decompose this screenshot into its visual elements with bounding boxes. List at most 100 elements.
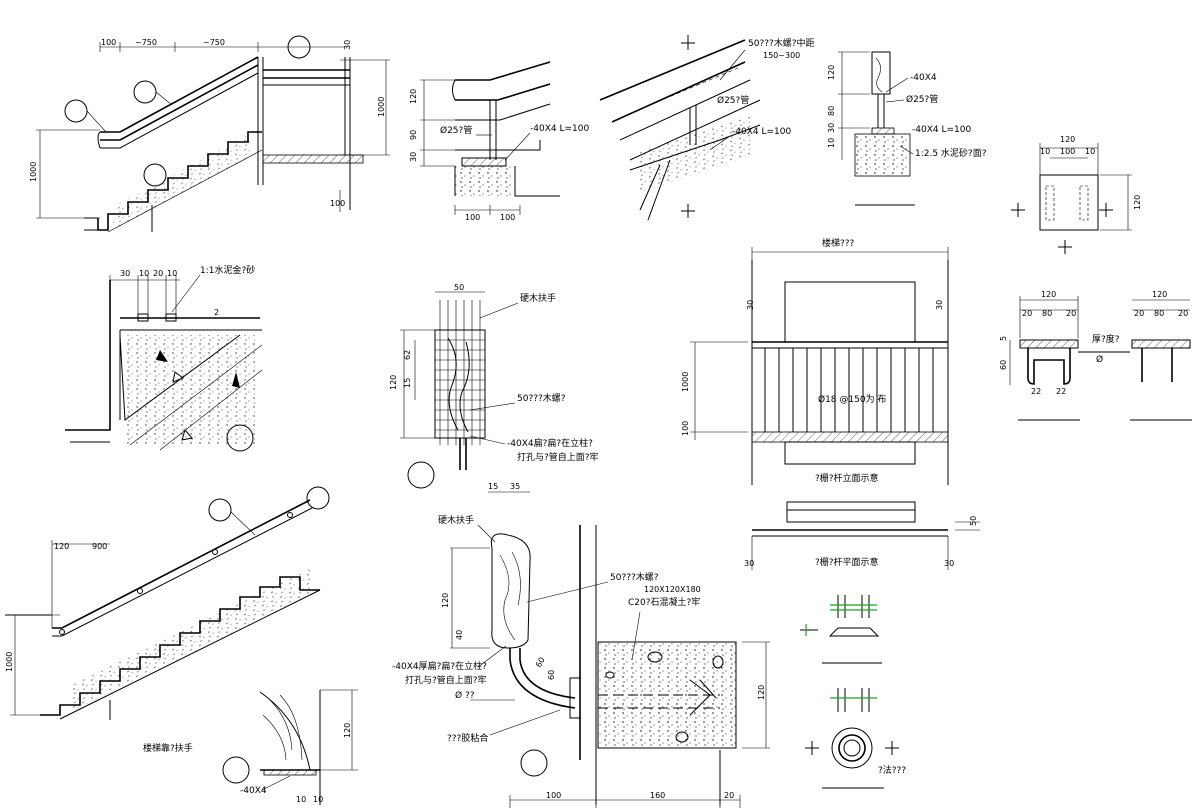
wall-edge: [65, 280, 111, 431]
note-concrete-block: C20?石混凝土?牢: [628, 596, 700, 608]
stair-width-label: 楼梯???: [822, 237, 855, 249]
dim-10-b: 10: [167, 269, 177, 278]
note-flat-bar-weld: -40X4扁?扁?在立柱?: [507, 437, 593, 449]
dim-100-top: 100: [101, 38, 116, 47]
dim-80-a: 80: [1042, 309, 1052, 318]
dim-10-b: 10: [1085, 147, 1095, 156]
dim-120-b: 120: [1152, 290, 1167, 299]
callout-circle: [226, 424, 254, 452]
baluster-label: Ø18 @150为 布: [818, 393, 886, 405]
note-flat-bar-bottom: -40X4: [240, 786, 267, 796]
dim-120: 120: [827, 65, 836, 80]
detail-wall-handrail: 120 900 1000 楼梯靠?扶手: [5, 486, 330, 754]
post-plan-outline: [1039, 174, 1099, 231]
sloped-handrail: [599, 39, 746, 101]
dim-1000: 1000: [5, 652, 14, 672]
dim-900: 900: [92, 542, 107, 551]
dim-160: 160: [650, 791, 665, 800]
dim-10-a: 10: [296, 795, 306, 804]
dim-60: 60: [999, 360, 1008, 370]
dim-750-b: ~750: [203, 38, 225, 47]
dim-10-a: 10: [139, 269, 149, 278]
detail-railing-elevation: 楼梯??? Ø18 @150为 布 1000 100 30 30 ?栅?杆立面示…: [681, 237, 949, 485]
dim-15: 15: [488, 482, 498, 491]
dim-62: 62: [403, 350, 412, 360]
dim-20: 20: [153, 269, 163, 278]
note-phi: Ø ??: [455, 690, 475, 701]
callout-circle: [133, 80, 157, 104]
dim-120: 120: [409, 89, 418, 104]
dim-120: 120: [343, 723, 352, 738]
caption-stair-wall-handrail: 楼梯靠?扶手: [143, 742, 193, 754]
note-pipe-25-a: Ø25?管: [440, 124, 472, 136]
callout-circle: [222, 756, 250, 784]
channel-top-plate: [1019, 339, 1079, 349]
hardwood-handrail-section: [490, 533, 531, 649]
dim-120: 120: [441, 593, 450, 608]
callout-circle: [64, 99, 88, 123]
dim-30-top: 30: [343, 40, 352, 50]
dim-20-a: 20: [1022, 309, 1032, 318]
dim-50: 50: [454, 283, 464, 292]
callout-circle: [520, 749, 548, 777]
plan-top-rail: [786, 501, 916, 523]
dim-100-a: 100: [465, 213, 480, 222]
dim-90: 90: [409, 130, 418, 140]
wall-handrail: [52, 499, 311, 629]
dim-1000: 1000: [681, 372, 690, 392]
detail-wall-bracket: 15 35 120 40 60 60 120 100 160 20: [392, 482, 770, 808]
handrail-sloped: [100, 56, 259, 133]
dim-120-a: 120: [1041, 290, 1056, 299]
dim-80: 80: [827, 106, 836, 116]
dim-20-b: 20: [1066, 309, 1076, 318]
dim-20-c: 20: [1134, 309, 1144, 318]
dim-30-a: 30: [744, 559, 754, 568]
callout-circle: [407, 461, 435, 489]
dim-100-bottom: 100: [330, 199, 345, 208]
note-wood-screw-b: 50???木螺?: [610, 571, 659, 583]
note-pipe-25-b: Ø25?管: [717, 94, 749, 106]
detail-stair-elevation: 100 ~750 ~750 1000 1000 30: [29, 35, 390, 233]
callout-circle: [208, 498, 232, 522]
wood-cap: [871, 51, 891, 95]
dim-60-b: 60: [534, 656, 547, 669]
note-drill-holes-b: 打孔与?管自上面?牢: [405, 674, 487, 686]
dim-30-a: 30: [746, 300, 755, 310]
note-flat-bar-weld-b: -40X4厚扁?扁?在立柱?: [392, 660, 487, 672]
note-flat-bar-L100-c: -40X4 L=100: [912, 125, 971, 135]
note-glue: ???胶粘合: [447, 732, 488, 744]
note-wood-screw-mid: 50???木螺?中距: [748, 37, 815, 49]
dim-120: 120: [54, 542, 69, 551]
detail-channel-sections: 120 20 80 20 120 20 80 20 5 60 22 22 厚?度…: [999, 290, 1192, 421]
dim-750-a: ~750: [135, 38, 157, 47]
note-hardwood-handrail-b: 硬木扶手: [438, 514, 474, 526]
detail-railing-plan: 50 30 30 ?栅?杆平面示意: [744, 501, 980, 570]
note-mortar-cover: 1:2.5 水泥砂?面?: [915, 147, 987, 159]
dim-120-v: 120: [1133, 195, 1142, 210]
caption-rail-plan: ?栅?杆平面示意: [815, 556, 879, 568]
note-drill-holes: 打孔与?管自上面?牢: [517, 451, 599, 463]
note-flat-bar-L100-b: -40X4 L=100: [732, 127, 791, 137]
caption-rail-elevation: ?栅?杆立面示意: [815, 472, 879, 484]
dim-22-b: 22: [1056, 387, 1066, 396]
baluster-set: [764, 348, 934, 432]
detail-sloped-section: 50???木螺?中距 150~300 Ø25?管 -40X4 L=100: [599, 35, 815, 221]
dim-2: 2: [214, 308, 219, 317]
dim-120: 120: [1060, 135, 1075, 144]
caption-detail-note: ?法???: [878, 764, 906, 776]
note-thickness: 厚?度?: [1092, 333, 1120, 345]
note-wood-screw-a: 50???木螺?: [517, 392, 566, 404]
dim-22-a: 22: [1031, 387, 1041, 396]
dim-35: 35: [510, 482, 520, 491]
dim-5: 5: [999, 336, 1008, 341]
note-pipe-25-c: Ø25?管: [906, 93, 938, 105]
dim-1000-rail: 1000: [377, 97, 386, 117]
detail-bracket: 120 -40X4 10 10: [222, 689, 358, 805]
base-plate: [461, 157, 507, 167]
detail-nosing-section: 30 10 20 10 2 1:1水泥金?砂: [65, 264, 263, 452]
dim-1000-left: 1000: [29, 162, 38, 182]
note-flat-bar-L100-a: -40X4 L=100: [530, 124, 589, 134]
detail-post-section: 120 80 10 30 -40X4 Ø25?管 -40X4 L=100 1:2…: [827, 51, 987, 206]
concrete-base: [854, 133, 911, 177]
